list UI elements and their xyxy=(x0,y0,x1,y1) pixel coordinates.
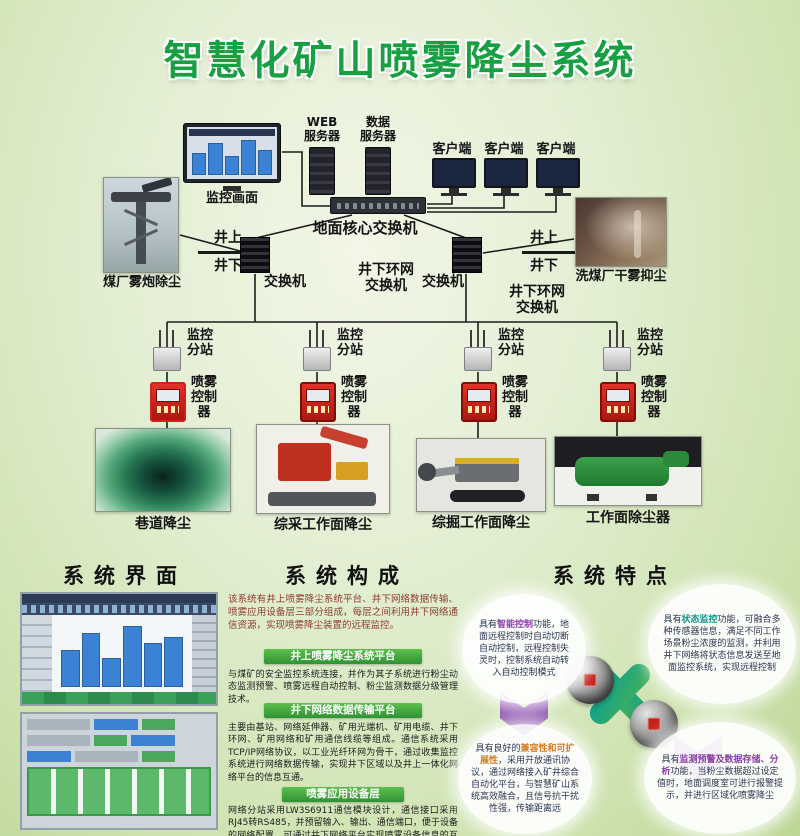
composition-body-network-platform: 主要由基站、网络延伸器、矿用光端机、矿用电缆、井下环网、矿用网络和矿用通信线缆等… xyxy=(228,723,458,783)
scene-photo-dust-collector xyxy=(554,436,702,506)
switch-left-label: 交换机 xyxy=(264,274,306,290)
feature-bubble-smart-control: 具有智能控制功能，地面远程控制时自动切断自动控制，远程控制失灵时，控制系统自动转… xyxy=(462,594,586,704)
underground-label-right: 井下 xyxy=(530,258,558,274)
section-title-features: 系统特点 xyxy=(553,564,677,588)
coal-plant-photo xyxy=(103,177,179,273)
composition-body-device-layer: 网络分站采用LW3S6911通信模块设计，通信接口采用RJ45转RS485，并预… xyxy=(228,806,458,836)
monitor-screen xyxy=(183,123,281,183)
antenna-icon xyxy=(470,330,472,347)
core-switch-device xyxy=(330,197,426,214)
core-switch-label: 地面核心交换机 xyxy=(312,219,418,237)
client-label: 客户端 xyxy=(536,142,576,157)
web-server-label: WEB 服务器 xyxy=(303,115,340,143)
scene-label-dust-collector: 工作面除尘器 xyxy=(586,510,670,526)
ring-switch-label-top: 井下环网 交换机 xyxy=(358,262,414,295)
antenna-icon xyxy=(159,330,161,347)
surface-label-right: 井上 xyxy=(530,230,558,246)
scene-photo-tunnel xyxy=(95,428,231,512)
composition-heading-device-layer: 喷雾应用设备层 xyxy=(282,787,404,802)
web-server-tower xyxy=(309,147,335,195)
substation-device xyxy=(303,347,331,371)
antenna-icon xyxy=(622,330,624,347)
fog-cannon-icon xyxy=(141,178,173,194)
screenshot-rightpanel xyxy=(192,615,216,692)
spray-controller-label: 喷雾 控制 器 xyxy=(340,375,367,420)
interface-screenshot-config xyxy=(20,712,218,830)
substation-device xyxy=(603,347,631,371)
screenshot-titlebar xyxy=(22,594,216,603)
spray-controller-device xyxy=(461,382,497,422)
washery-photo xyxy=(575,197,667,267)
antenna-icon xyxy=(609,330,611,347)
composition-intro: 该系统有井上喷雾降尘系统平台、井下网络数据传输、喷雾应用设备层三部分组成，每层之… xyxy=(228,594,458,632)
switch-right-label: 交换机 xyxy=(422,274,464,290)
monitor-stand xyxy=(223,186,241,191)
client-monitor xyxy=(484,158,528,196)
substation-label: 监控 分站 xyxy=(186,328,213,358)
spray-controller-device xyxy=(150,382,186,422)
underground-label-left: 井下 xyxy=(214,258,242,274)
data-server-label: 数据 服务器 xyxy=(359,115,396,143)
surface-divider-right xyxy=(522,251,584,254)
feature-bubble-alarm-storage: 具有监测预警及数据存储、分析功能，当粉尘数据超过设定值时，地面调度室可进行报警提… xyxy=(644,722,796,834)
scada-bar-chart xyxy=(58,620,186,687)
spray-controller-device xyxy=(300,382,336,422)
scene-label-tunnel: 巷道降尘 xyxy=(135,516,191,532)
client-label: 客户端 xyxy=(484,142,524,157)
ring-switch-label-right: 井下环网 交换机 xyxy=(509,284,565,317)
antenna-icon xyxy=(322,330,324,347)
coal-plant-label: 煤厂雾炮除尘 xyxy=(102,275,181,290)
interface-screenshot-scada xyxy=(20,592,218,706)
antenna-icon xyxy=(309,330,311,347)
spray-controller-label: 喷雾 控制 器 xyxy=(190,375,217,420)
scene-label-mining-face: 综采工作面降尘 xyxy=(274,517,372,533)
data-server-tower xyxy=(365,147,391,195)
switch-right-device xyxy=(452,237,482,273)
surface-divider-left xyxy=(198,251,268,254)
surface-label-left: 井上 xyxy=(214,230,242,246)
screenshot-chart-area xyxy=(52,615,192,692)
feature-bubble-compatibility: 具有良好的兼容性和可扩展性，采用开放通讯协议，通过网络接入矿井综合自动化平台，与… xyxy=(458,724,592,834)
client-monitor xyxy=(536,158,580,196)
substation-device xyxy=(153,347,181,371)
section-title-composition: 系统构成 xyxy=(285,564,409,588)
spray-controller-label: 喷雾 控制 器 xyxy=(640,375,667,420)
screenshot-statusbar xyxy=(22,692,216,704)
spray-controller-device xyxy=(600,382,636,422)
switch-left-device xyxy=(240,237,270,273)
spray-controller-label: 喷雾 控制 器 xyxy=(501,375,528,420)
composition-heading-surface-platform: 井上喷雾降尘系统平台 xyxy=(264,649,422,664)
substation-label: 监控 分站 xyxy=(497,328,524,358)
washery-label: 洗煤厂干雾抑尘 xyxy=(575,269,667,284)
monitor-bars xyxy=(189,138,275,175)
page-title: 智慧化矿山喷雾降尘系统 xyxy=(163,38,637,84)
section-title-interface: 系统界面 xyxy=(63,564,187,588)
composition-heading-network-platform: 井下网络数据传输平台 xyxy=(264,703,422,718)
client-monitor xyxy=(432,158,476,196)
substation-label: 监控 分站 xyxy=(336,328,363,358)
client-label: 客户端 xyxy=(432,142,472,157)
screenshot-table xyxy=(27,767,211,816)
antenna-icon xyxy=(172,330,174,347)
substation-device xyxy=(464,347,492,371)
screenshot-sidebar xyxy=(22,615,52,692)
composition-body-surface-platform: 与煤矿的安全监控系统连接，并作为其子系统进行粉尘动态监测预警、喷雾远程自动控制、… xyxy=(228,670,458,705)
scene-photo-roadheader xyxy=(416,438,546,512)
monitor-label: 监控画面 xyxy=(205,191,258,206)
substation-label: 监控 分站 xyxy=(636,328,663,358)
monitor-toolbar xyxy=(189,129,275,136)
antenna-icon xyxy=(483,330,485,347)
feature-bubble-status-monitoring: 具有状态监控功能，可融合多种传感器信息，满足不同工作场景粉尘浓度的监测，并利用井… xyxy=(648,584,796,704)
screenshot-toolbar xyxy=(22,603,216,615)
scene-photo-mining-face xyxy=(256,424,390,514)
scene-label-roadheader: 综掘工作面降尘 xyxy=(432,515,530,531)
